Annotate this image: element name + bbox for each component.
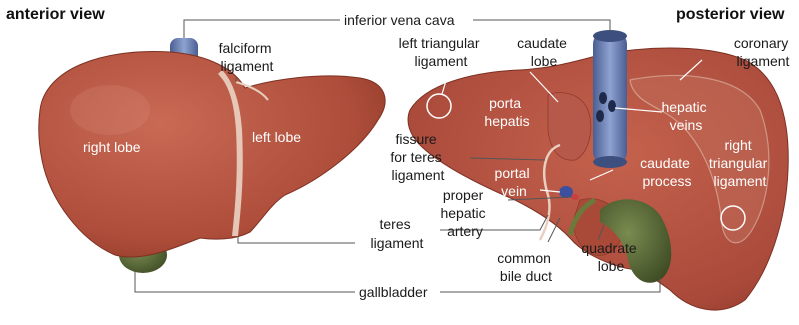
label-coronary-ligament: coronary ligament (734, 35, 792, 69)
label-proper-hepatic-artery: proper hepatic artery (440, 187, 489, 239)
label-fissure-for-teres-ligament: fissure for teres ligament (390, 131, 445, 183)
label-right-lobe: right lobe (83, 139, 141, 155)
label-left-triangular-ligament: left triangular ligament (399, 35, 484, 69)
label-falciform-ligament: falciform ligament (219, 40, 276, 74)
label-inferior-vena-cava: inferior vena cava (344, 12, 455, 28)
label-teres-ligament: teres ligament (371, 216, 424, 251)
label-left-lobe: left lobe (252, 129, 301, 145)
posterior-ivc (593, 32, 627, 164)
anterior-view-title: anterior view (6, 6, 105, 23)
anterior-liver (39, 38, 385, 273)
label-common-bile-duct: common bile duct (497, 250, 555, 284)
label-gallbladder: gallbladder (359, 284, 428, 300)
posterior-view-title: posterior view (676, 6, 785, 23)
